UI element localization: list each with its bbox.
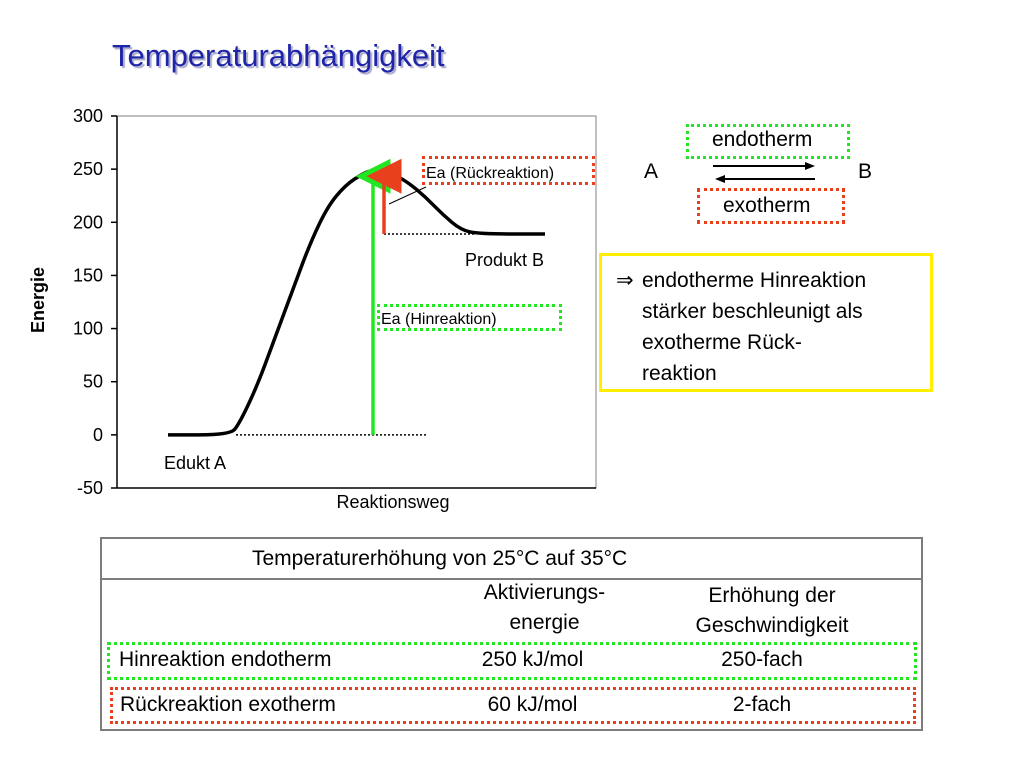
- y-ticks: -50 0 50 100 150 200 250 300: [73, 106, 117, 498]
- note-line-4: reaktion: [642, 362, 717, 385]
- table-row: [107, 642, 917, 680]
- exotherm-label: exotherm: [723, 194, 811, 217]
- ea-rueck-box: [422, 156, 595, 185]
- col-factor-header-2: Geschwindigkeit: [695, 614, 849, 637]
- y-tick-label: 150: [73, 265, 103, 285]
- note-line-3: exotherme Rück-: [642, 331, 802, 354]
- row-1-label: Hinreaktion endotherm: [119, 648, 332, 671]
- note-line-1: endotherme Hinreaktion: [642, 269, 867, 292]
- forward-arrowhead: [805, 162, 815, 170]
- edukt-label: Edukt A: [164, 453, 226, 473]
- conclusion-box: ⇒ endotherme Hinreaktion stärker beschleu…: [599, 253, 933, 392]
- page-title: Temperaturabhängigkeit: [112, 38, 445, 73]
- y-tick-label: 50: [83, 372, 103, 392]
- y-tick-label: -50: [77, 478, 103, 498]
- y-tick-label: 200: [73, 212, 103, 232]
- ea-rueck-label: Ea (Rückreaktion): [426, 165, 554, 182]
- row-1-energy: 250 kJ/mol: [481, 648, 584, 671]
- y-tick-label: 0: [93, 425, 103, 445]
- row-2-label: Rückreaktion exotherm: [120, 693, 336, 716]
- energy-curve: [167, 169, 545, 437]
- endotherm-label: endotherm: [712, 128, 813, 151]
- produkt-label: Produkt B: [465, 250, 544, 270]
- table-row: [110, 687, 916, 724]
- backward-arrowhead: [715, 175, 725, 183]
- species-b: B: [858, 160, 873, 183]
- ea-hin-box: [377, 304, 562, 331]
- col-energy-header-1: Aktivierungs-: [483, 581, 606, 604]
- species-a: A: [644, 160, 659, 183]
- ea-hin-label: Ea (Hinreaktion): [381, 311, 497, 328]
- endotherm-box: [686, 124, 850, 159]
- ea-rueck-pointer: [388, 186, 427, 205]
- table-header: Temperaturerhöhung von 25°C auf 35°C: [252, 547, 628, 570]
- col-energy-header-2: energie: [509, 611, 580, 634]
- comparison-table: Temperaturerhöhung von 25°C auf 35°C Akt…: [100, 537, 923, 731]
- y-tick-label: 250: [73, 159, 103, 179]
- col-factor-header-1: Erhöhung der: [708, 584, 836, 607]
- row-2-energy: 60 kJ/mol: [487, 693, 578, 716]
- row-1-factor: 250-fach: [721, 648, 803, 671]
- row-2-factor: 2-fach: [732, 693, 792, 716]
- note-line-2: stärker beschleunigt als: [642, 300, 863, 323]
- exotherm-box: [697, 188, 845, 224]
- y-tick-label: 100: [73, 319, 103, 339]
- equilibrium-arrows: [713, 162, 815, 183]
- x-axis-label: Reaktionsweg: [336, 492, 449, 512]
- table-header-row: Temperaturerhöhung von 25°C auf 35°C: [102, 539, 921, 580]
- y-tick-label: 300: [73, 106, 103, 126]
- implies-icon: ⇒: [616, 269, 634, 292]
- y-axis-label: Energie: [28, 267, 48, 333]
